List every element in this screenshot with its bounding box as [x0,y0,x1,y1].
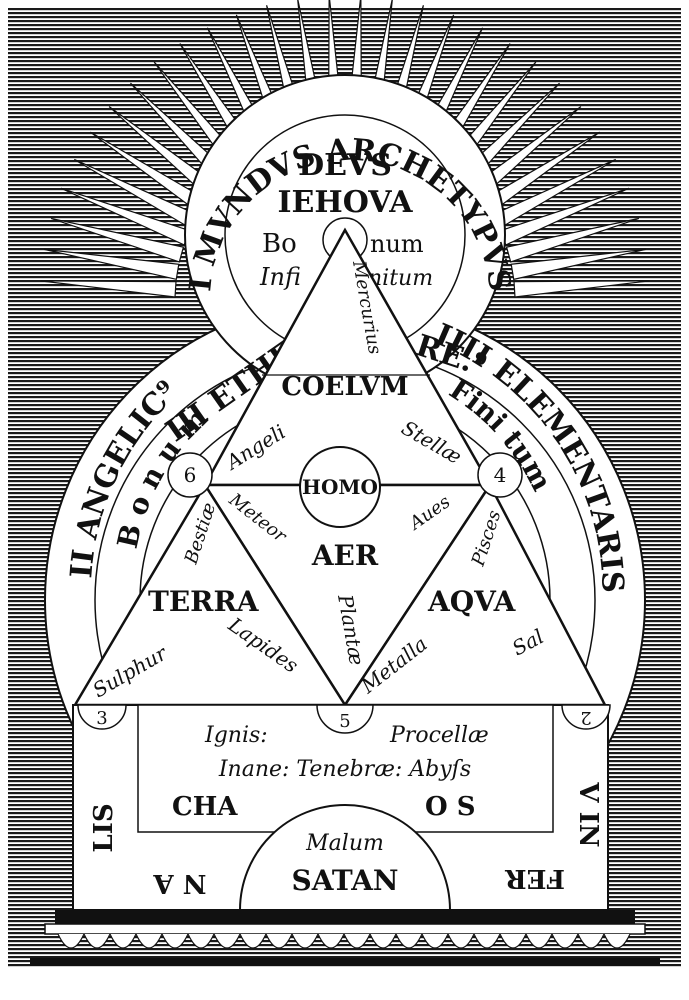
pedestal-drop [343,933,371,949]
pedestal-drop [447,933,475,949]
pedestal-drop [603,933,631,949]
coelum-label: COELVM [281,372,408,402]
pedestal-mid-band [44,923,646,935]
pedestal-drop [135,933,163,949]
pedestal-drop [395,933,423,949]
terra-label: TERRA [148,585,260,618]
num-label: num [370,230,424,258]
inane-label: Inane: Tenebræ: Abyſs [218,757,471,782]
number-4: 4 [494,463,507,487]
pedestal-drops [57,933,631,949]
vin-label: V IN [573,781,603,847]
cha-label: CHA [172,792,238,822]
pedestal-drop [291,933,319,949]
pedestal-drop [109,933,137,949]
pedestal-drop [83,933,111,949]
nitum-label: nitum [368,266,433,291]
pedestal-drop [369,933,397,949]
sun-ray [40,280,177,298]
sun-ray [50,217,185,263]
circle-4 [477,452,523,498]
iehova-label: IEHOVA [277,185,413,220]
os-label: O S [425,792,475,822]
deus-label: DEVS [298,148,392,183]
circle-6 [167,452,213,498]
satan-semicircle [238,804,452,911]
pedestal-drop [577,933,605,949]
sun-ray [44,248,180,281]
ignis-label: Ignis: [204,723,268,748]
lis-label: LIS [89,803,119,852]
bo-label: Bo [262,229,297,259]
pedestal-top-band [55,910,635,924]
homo-circle [299,446,381,528]
na-label: N A [153,868,207,898]
number-6: 6 [184,463,197,487]
pedestal-drop [551,933,579,949]
number-5: 5 [339,711,350,732]
pedestal-drop [57,933,85,949]
infi-label: Infi [259,263,301,291]
pedestal-drop [239,933,267,949]
number-2: 2 [580,707,591,728]
pedestal-drop [499,933,527,949]
number-3: 3 [96,708,107,729]
aqua-label: AQVA [427,585,517,618]
circle-3 [77,704,127,730]
circle-2 [561,704,611,730]
pedestal-drop [421,933,449,949]
pedestal-drop [525,933,553,949]
satan-label: SATAN [291,864,398,897]
procellae-label: Procellæ [389,723,489,748]
sun-ray [510,248,646,281]
pedestal-drop [473,933,501,949]
aer-label: AER [311,539,379,572]
circle-5 [316,704,374,734]
sun-ray [505,217,640,263]
homo-label: HOMO [302,475,378,499]
pedestal-bottom-band [30,958,660,966]
pedestal-drop [213,933,241,949]
fer-label: FER [505,863,565,893]
sun-ray [513,280,650,298]
pedestal-drop [317,933,345,949]
malum-label: Malum [305,831,384,856]
pedestal-drop [187,933,215,949]
pedestal-drop [265,933,293,949]
pedestal-drop [161,933,189,949]
